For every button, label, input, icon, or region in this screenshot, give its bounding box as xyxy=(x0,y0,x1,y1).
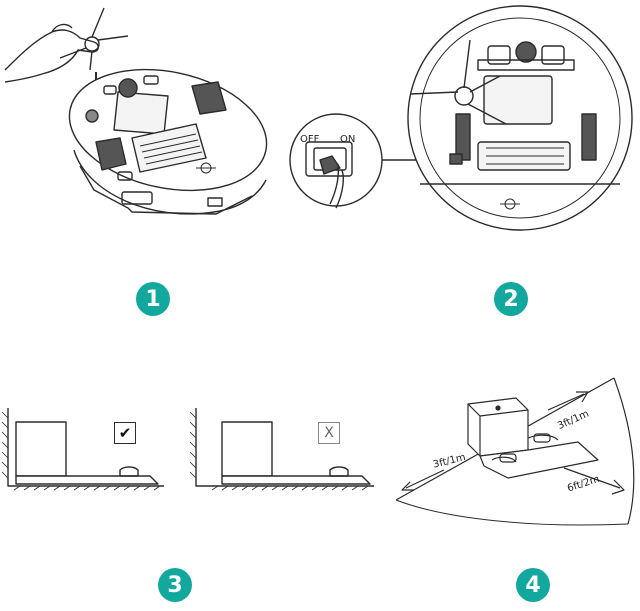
step-4-clearance: 3ft/1m 3ft/1m 6ft/2m xyxy=(388,377,640,528)
ok-mark: ✔ xyxy=(118,424,132,442)
checkmark-icon: ✔ xyxy=(114,422,136,444)
robot-underside-drawing xyxy=(289,5,633,231)
step-3-incorrect-placement xyxy=(188,398,378,498)
switch-off-label: OFF xyxy=(300,134,320,145)
bad-mark: X xyxy=(324,425,334,441)
step-badge-4: 4 xyxy=(516,568,550,602)
step-badge-2: 2 xyxy=(494,282,528,316)
step-badge-1: 1 xyxy=(136,282,170,316)
switch-on-label: ON xyxy=(340,134,356,145)
base-against-wall-correct xyxy=(1,408,164,491)
side-brush-icon xyxy=(409,39,507,125)
robot-top-view-drawing xyxy=(4,7,268,215)
step-3-correct-placement xyxy=(0,398,170,498)
clearance-diagram xyxy=(395,377,635,526)
wheel-right xyxy=(191,81,227,115)
wheel-left xyxy=(95,137,127,171)
step-1-illustration xyxy=(0,0,290,230)
step-badge-3: 3 xyxy=(158,568,192,602)
step-2-illustration: OFF ON xyxy=(280,0,640,240)
base-away-from-wall-incorrect xyxy=(189,408,374,491)
hand-icon xyxy=(4,29,99,83)
side-brush-icon xyxy=(59,7,129,71)
cross-icon: X xyxy=(318,422,340,444)
